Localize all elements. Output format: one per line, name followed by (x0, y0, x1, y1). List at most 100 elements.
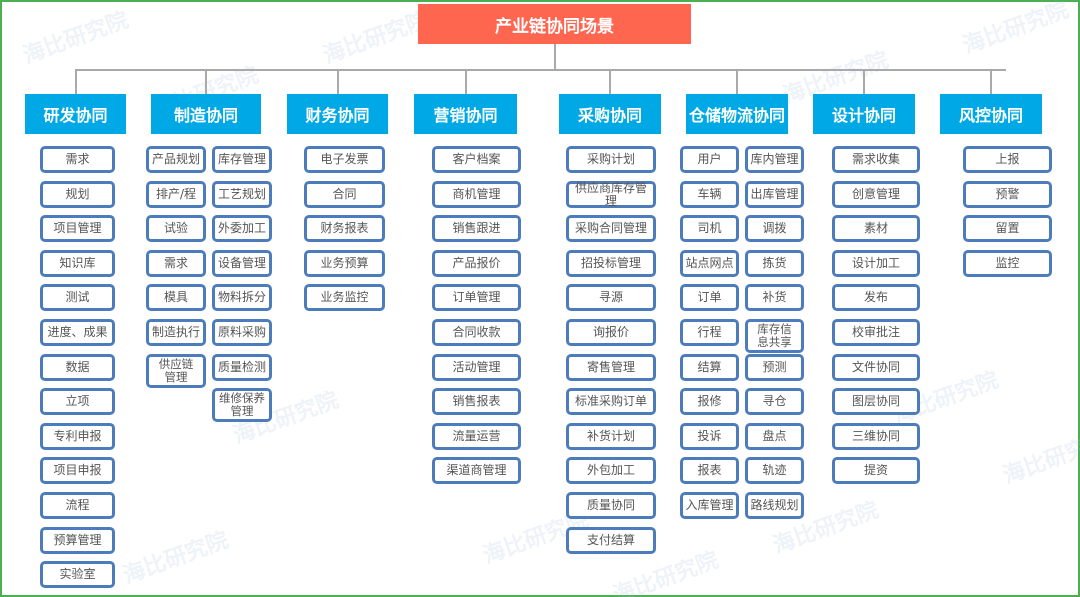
scenario-item: 测试 (40, 284, 115, 311)
scenario-item: 渠道商管理 (432, 457, 521, 484)
scenario-item: 业务预算 (304, 250, 385, 277)
scenario-item: 入库管理 (680, 492, 739, 519)
scenario-item: 专利申报 (40, 423, 115, 450)
scenario-item: 行程 (680, 319, 739, 346)
scenario-item: 订单管理 (432, 284, 521, 311)
scenario-item: 标准采购订单 (566, 388, 656, 415)
category-header: 研发协同 (25, 94, 126, 134)
scenario-item: 用户 (680, 146, 739, 173)
scenario-item: 供应商库存管理 (566, 181, 656, 208)
scenario-item: 图层协同 (832, 388, 920, 415)
scenario-item: 排产/程 (146, 181, 206, 208)
diagram-title: 产业链协同场景 (418, 4, 691, 44)
scenario-item: 立项 (40, 388, 115, 415)
scenario-item: 订单 (680, 284, 739, 311)
scenario-item: 支付结算 (566, 527, 656, 554)
scenario-item: 调拨 (745, 215, 804, 242)
category-connector (863, 69, 865, 94)
scenario-item: 司机 (680, 215, 739, 242)
scenario-item: 活动管理 (432, 354, 521, 381)
scenario-item: 采购合同管理 (566, 215, 656, 242)
scenario-item: 提资 (832, 457, 920, 484)
category-connector (736, 69, 738, 94)
scenario-item: 路线规划 (745, 492, 804, 519)
scenario-item: 车辆 (680, 181, 739, 208)
scenario-item: 客户档案 (432, 146, 521, 173)
scenario-item: 工艺规划 (212, 181, 272, 208)
scenario-item: 结算 (680, 354, 739, 381)
scenario-item: 预算管理 (40, 527, 115, 554)
scenario-item: 库存管理 (212, 146, 272, 173)
scenario-item: 进度、成果 (40, 319, 115, 346)
scenario-item: 外委加工 (212, 215, 272, 242)
category-connector (75, 69, 77, 94)
scenario-item: 预测 (745, 354, 804, 381)
scenario-item: 合同 (304, 181, 385, 208)
title-connector (554, 44, 556, 70)
category-header: 营销协同 (414, 94, 517, 134)
scenario-item: 报修 (680, 388, 739, 415)
scenario-item: 监控 (963, 250, 1052, 277)
scenario-item: 物料拆分 (212, 284, 272, 311)
scenario-item: 业务监控 (304, 284, 385, 311)
scenario-item: 寻仓 (745, 388, 804, 415)
scenario-item: 知识库 (40, 250, 115, 277)
scenario-item: 库内管理 (745, 146, 804, 173)
scenario-item: 询报价 (566, 319, 656, 346)
scenario-item: 补货计划 (566, 423, 656, 450)
category-connector (337, 69, 339, 94)
scenario-item: 产品报价 (432, 250, 521, 277)
scenario-item: 寄售管理 (566, 354, 656, 381)
category-connector (465, 69, 467, 94)
category-header: 财务协同 (287, 94, 388, 134)
scenario-item: 轨迹 (745, 457, 804, 484)
scenario-item: 寻源 (566, 284, 656, 311)
category-header: 风控协同 (940, 94, 1042, 134)
scenario-item: 盘点 (745, 423, 804, 450)
scenario-item: 设计加工 (832, 250, 920, 277)
scenario-item: 原料采购 (212, 319, 272, 346)
scenario-item: 维修保养 管理 (212, 388, 272, 422)
scenario-item: 报表 (680, 457, 739, 484)
scenario-item: 商机管理 (432, 181, 521, 208)
scenario-item: 站点网点 (680, 250, 739, 277)
scenario-item: 素材 (832, 215, 920, 242)
scenario-item: 项目管理 (40, 215, 115, 242)
scenario-item: 补货 (745, 284, 804, 311)
scenario-item: 文件协同 (832, 354, 920, 381)
scenario-item: 试验 (146, 215, 206, 242)
scenario-item: 需求 (40, 146, 115, 173)
scenario-item: 库存信 息共享 (745, 319, 804, 353)
scenario-item: 投诉 (680, 423, 739, 450)
scenario-item: 产品规划 (146, 146, 206, 173)
category-connector (990, 69, 992, 94)
scenario-item: 供应链 管理 (146, 354, 206, 388)
scenario-item: 招投标管理 (566, 250, 656, 277)
scenario-item: 合同收款 (432, 319, 521, 346)
scenario-item: 设备管理 (212, 250, 272, 277)
scenario-item: 出库管理 (745, 181, 804, 208)
scenario-item: 需求收集 (832, 146, 920, 173)
scenario-item: 采购计划 (566, 146, 656, 173)
scenario-item: 外包加工 (566, 457, 656, 484)
category-header: 制造协同 (151, 94, 261, 134)
category-header: 采购协同 (559, 94, 661, 134)
scenario-item: 流量运营 (432, 423, 521, 450)
scenario-item: 留置 (963, 215, 1052, 242)
scenario-item: 校审批注 (832, 319, 920, 346)
scenario-item: 三维协同 (832, 423, 920, 450)
scenario-item: 流程 (40, 492, 115, 519)
scenario-item: 发布 (832, 284, 920, 311)
scenario-item: 模具 (146, 284, 206, 311)
scenario-item: 创意管理 (832, 181, 920, 208)
category-connector (205, 69, 207, 94)
horizontal-connector (76, 69, 1006, 71)
scenario-item: 制造执行 (146, 319, 206, 346)
scenario-item: 销售跟进 (432, 215, 521, 242)
scenario-item: 规划 (40, 181, 115, 208)
scenario-item: 拣货 (745, 250, 804, 277)
scenario-item: 数据 (40, 354, 115, 381)
scenario-item: 质量协同 (566, 492, 656, 519)
scenario-item: 财务报表 (304, 215, 385, 242)
scenario-item: 电子发票 (304, 146, 385, 173)
